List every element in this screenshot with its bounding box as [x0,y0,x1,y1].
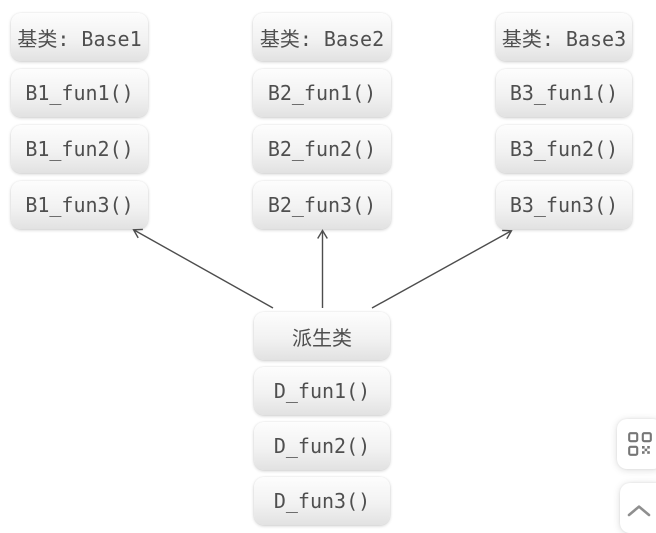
base-class-1-method-3: B1_fun3() [11,181,148,229]
chevron-up-icon [627,505,651,517]
arrow-derived-to-base1 [132,228,274,309]
base-class-3-column: 基类: Base3 B3_fun1() B3_fun2() B3_fun3() [496,13,632,229]
base-class-3-title-box: 基类: Base3 [496,13,632,61]
base-class-1-column: 基类: Base1 B1_fun1() B1_fun2() B1_fun3() [11,13,148,229]
base-class-3-method-1: B3_fun1() [496,69,632,117]
base-class-2-column: 基类: Base2 B2_fun1() B2_fun2() B2_fun3() [253,13,391,229]
base-class-2-method-2: B2_fun2() [253,125,391,173]
derived-class-column: 派生类 D_fun1() D_fun2() D_fun3() [254,312,390,525]
derived-class-method-2: D_fun2() [254,422,390,470]
scroll-to-top-button[interactable] [620,483,656,533]
qr-code-button[interactable] [617,419,656,469]
base-class-1-title-box: 基类: Base1 [11,13,148,61]
base-class-3-method-2: B3_fun2() [496,125,632,173]
arrow-derived-to-base3 [371,229,513,309]
derived-class-title-box: 派生类 [254,312,390,360]
base-class-2-method-1: B2_fun1() [253,69,391,117]
base-class-1-method-1: B1_fun1() [11,69,148,117]
base-class-1-method-2: B1_fun2() [11,125,148,173]
qr-code-icon [628,432,652,456]
base-class-2-title-box: 基类: Base2 [253,13,391,61]
base-class-2-method-3: B2_fun3() [253,181,391,229]
derived-class-method-1: D_fun1() [254,367,390,415]
base-class-3-method-3: B3_fun3() [496,181,632,229]
derived-class-method-3: D_fun3() [254,477,390,525]
